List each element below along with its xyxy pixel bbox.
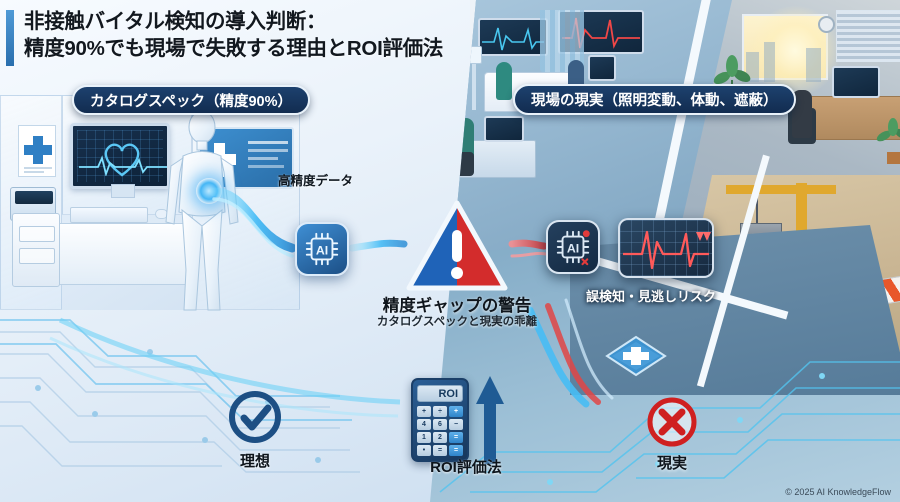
calc-key: 6 — [433, 419, 447, 430]
calc-key: + — [449, 406, 463, 417]
up-arrow-icon — [476, 376, 504, 464]
calculator-keys: + ÷ + 4 6 − 1 2 = • = = — [417, 406, 463, 456]
warning-title: 精度ギャップの警告 — [382, 297, 532, 315]
skyline — [806, 48, 821, 82]
clinic-room-scene — [0, 95, 300, 310]
calculator-icon: ROI + ÷ + 4 6 − 1 2 = • = = — [411, 378, 469, 462]
title-line-2: 精度90%でも現場で失敗する理由とROI評価法 — [24, 37, 444, 61]
calc-key: + — [417, 406, 431, 417]
ai-chip-icon: AI — [295, 222, 349, 276]
field-reality-pill: 現場の現実（照明変動、体動、遮蔽） — [513, 84, 796, 115]
warning-triangle-icon — [406, 200, 508, 291]
calc-key: = — [449, 432, 463, 443]
iv-stand — [472, 52, 476, 110]
plant-icon — [876, 118, 900, 164]
skyline — [746, 52, 759, 82]
title-accent-bar — [6, 10, 14, 66]
svg-text:AI: AI — [316, 244, 328, 258]
check-circle-icon — [229, 391, 281, 443]
title-line-1: 非接触バイタル検知の導入判断： — [24, 10, 327, 33]
page-title: 非接触バイタル検知の導入判断： 精度90%でも現場で失敗する理由とROI評価法 — [24, 8, 494, 62]
calc-key: − — [449, 419, 463, 430]
roi-method-label: ROI評価法 — [430, 459, 502, 476]
window-blinds — [836, 10, 900, 62]
ecg-waveform-icon — [79, 155, 167, 176]
reality-label: 現実 — [656, 455, 687, 472]
svg-text:AI: AI — [567, 242, 579, 256]
risk-label: 誤検知・見逃しリスク — [586, 289, 717, 304]
office-monitor — [832, 66, 880, 98]
heart-icon — [104, 143, 140, 177]
skyline — [764, 42, 775, 82]
calc-key: • — [417, 445, 431, 456]
calc-key: = — [433, 445, 447, 456]
human-figure — [165, 110, 239, 311]
equipment-cart — [12, 213, 60, 287]
ecg-monitor-icon — [618, 218, 714, 278]
crane-cable — [756, 194, 758, 224]
copyright-footer: © 2025 AI KnowledgeFlow — [785, 487, 891, 497]
clinician-figure — [496, 62, 512, 100]
desk — [58, 223, 194, 285]
x-circle-icon — [647, 397, 697, 447]
crane-jib — [726, 185, 836, 194]
calc-key: 4 — [417, 419, 431, 430]
sensor-glow — [196, 178, 222, 204]
catalog-spec-pill: カタログスペック（精度90%） — [72, 85, 311, 115]
office-worker — [792, 90, 812, 138]
calc-key: 1 — [417, 432, 431, 443]
calculator-display: ROI — [417, 385, 463, 402]
ideal-label: 理想 — [239, 453, 270, 470]
warning-subtitle: カタログスペックと現実の乖離 — [376, 316, 538, 328]
ai-chip-error-icon: AI — [546, 220, 600, 274]
wall-clock-icon — [818, 16, 835, 33]
vital-monitor-display — [70, 123, 170, 198]
calc-key: ÷ — [433, 406, 447, 417]
calc-key: 2 — [433, 432, 447, 443]
calc-key: = — [449, 445, 463, 456]
nurse-station-monitor — [484, 116, 524, 142]
medical-poster — [18, 125, 56, 177]
high-accuracy-data-label: 高精度データ — [278, 174, 354, 188]
medical-plus-icon — [605, 335, 667, 377]
bedside-monitor — [588, 55, 616, 81]
keyboard — [70, 207, 148, 223]
